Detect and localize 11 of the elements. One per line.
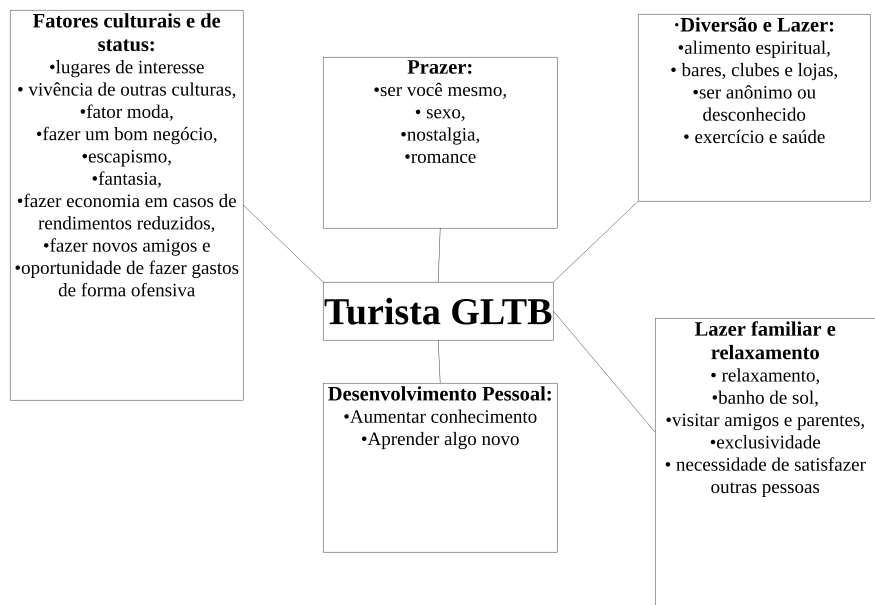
topic-box: Desenvolvimento Pessoal: •Aumentar conhecimento •Aprender algo novo bbox=[323, 383, 558, 552]
topic-box: Fatores culturais e de status: •lugares de interesse • vivência de outras culturas, •fator moda, •fazer um bom negócio, •escapismo, •fantasia, •fazer economia em casos de rendimentos reduzidos, •fazer novos amigos e •oportunidade de fazer gastos de forma ofensiva bbox=[10, 10, 244, 400]
central-box: Turista GLTB bbox=[323, 282, 554, 340]
topic-box: ·Diversão e Lazer: •alimento espiritual, • bares, clubes e lojas, •ser anônimo ou desconhecido • exercício e saúde bbox=[638, 14, 870, 202]
connector-line bbox=[243, 205, 324, 282]
connector-line bbox=[438, 228, 440, 282]
topic-box: Prazer: •ser você mesmo, • sexo, •nostalgia, •romance bbox=[323, 57, 558, 228]
connector-line bbox=[553, 311, 656, 432]
topic-box: Lazer familiar e relaxamento • relaxamento, •banho de sol, •visitar amigos e parentes, •exclusividade • necessidade de satisfazer outras pessoas bbox=[655, 318, 875, 605]
connector-line bbox=[438, 340, 440, 384]
connector-line bbox=[553, 201, 638, 282]
